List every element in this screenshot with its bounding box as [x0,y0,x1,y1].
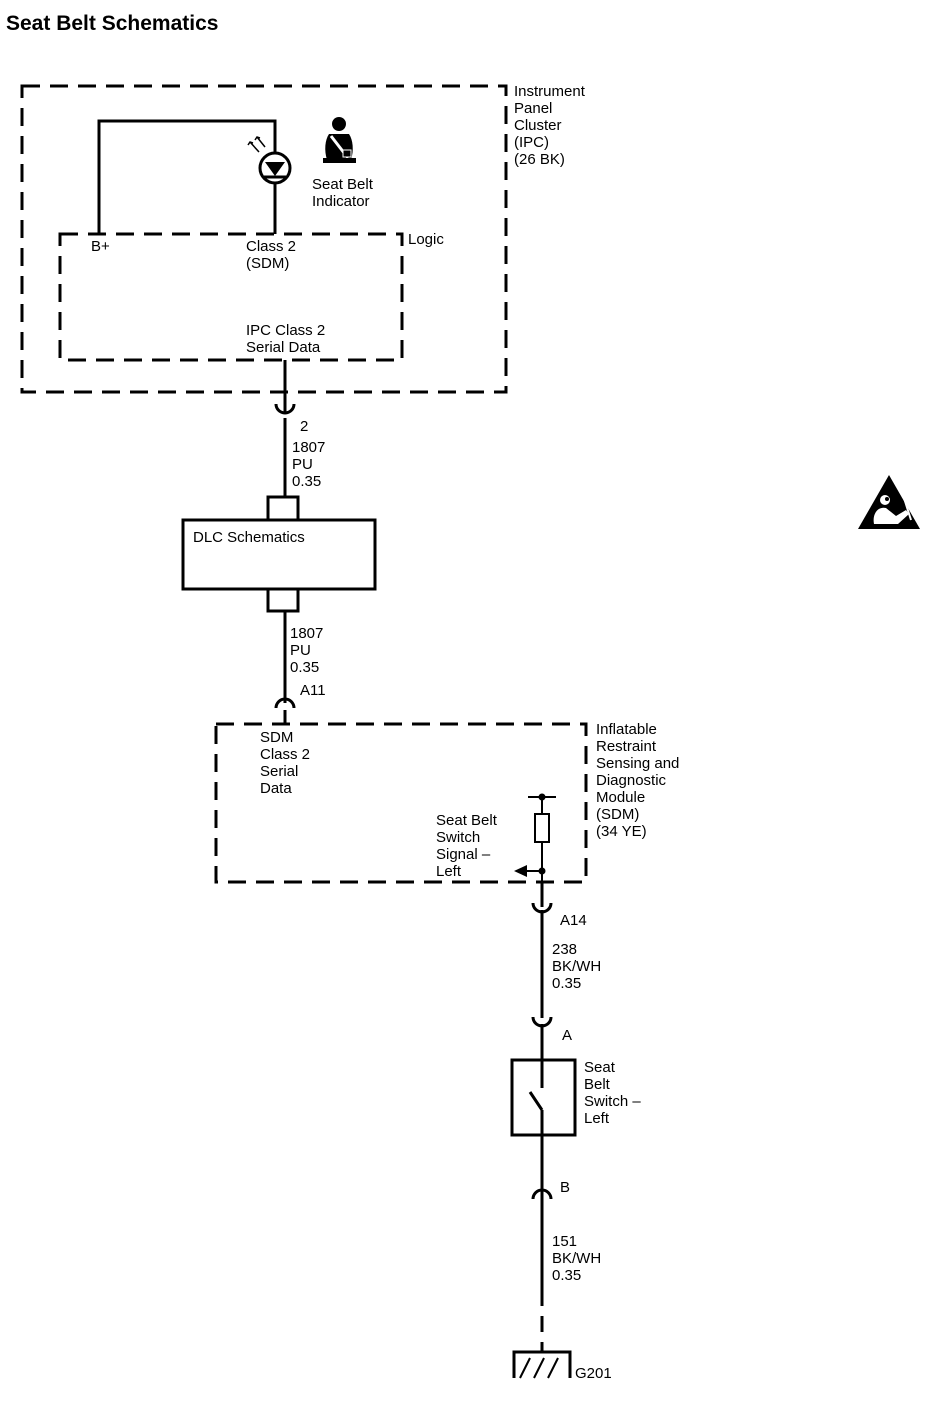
wire-switch-ground: B 151 BK/WH 0.35 [531,1135,605,1352]
connector-a11-icon [274,697,296,709]
dlc-top-bracket [266,495,300,520]
logic-label: Logic [408,231,444,248]
connector-b-icon [531,1188,553,1200]
switch-label: Seat Belt Switch – Left [584,1059,645,1127]
wire-1807-upper-label: 1807 PU 0.35 [292,439,330,490]
indicator-loop-wire [97,119,277,234]
logic-boundary [58,232,404,362]
sdm-serial-data-label: SDM Class 2 Serial Data [260,729,314,797]
seat-belt-icon [323,117,356,163]
led-icon [247,136,292,185]
wire-sdm-switch: A14 238 BK/WH 0.35 A [531,882,605,1060]
pin-a11-label: A11 [300,682,326,699]
pin-a14-label: A14 [560,912,587,929]
ipc-boundary [20,84,508,394]
page-title: Seat Belt Schematics [6,12,218,35]
class2-sdm-label: Class 2 (SDM) [246,238,300,272]
ground-g201-label: G201 [575,1365,612,1382]
sdm-module: Inflatable Restraint Sensing and Diagnos… [214,721,684,884]
wire-1807-lower-label: 1807 PU 0.35 [290,625,328,676]
switch-blade-icon [528,1091,544,1111]
wire-dlc-sdm: 1807 PU 0.35 A11 [266,589,328,724]
seat-belt-indicator-label: Seat Belt Indicator [312,176,377,210]
connector-a-label: A [562,1027,572,1044]
connector-b-label: B [560,1179,570,1196]
sdm-boundary [214,722,588,884]
seat-belt-switch-signal-label: Seat Belt Switch Signal – Left [436,812,501,880]
ipc-serial-data-label: IPC Class 2 Serial Data [246,322,329,356]
ipc-label: Instrument Panel Cluster (IPC) (26 BK) [514,83,589,168]
pullup-resistor-icon [514,793,556,882]
seat-belt-switch-left: Seat Belt Switch – Left [510,1058,645,1137]
wire-ipc-dlc: 2 1807 PU 0.35 [266,360,330,520]
ipc-module: Instrument Panel Cluster (IPC) (26 BK) L… [20,83,589,394]
pin-2-label: 2 [300,418,308,435]
wire-238-label: 238 BK/WH 0.35 [552,941,605,992]
airbag-warning-icon [858,475,920,529]
bplus-label: B+ [91,238,110,255]
dlc-bottom-bracket [266,589,300,613]
ground-icon [512,1350,572,1379]
connector-2-icon [274,403,296,415]
sdm-label: Inflatable Restraint Sensing and Diagnos… [596,721,684,840]
dlc-box[interactable]: DLC Schematics [181,518,377,591]
wire-151-label: 151 BK/WH 0.35 [552,1233,605,1284]
dlc-label[interactable]: DLC Schematics [193,529,305,546]
